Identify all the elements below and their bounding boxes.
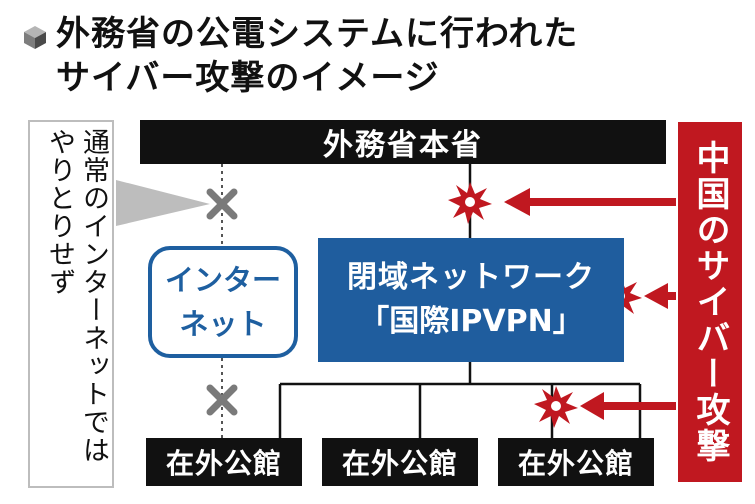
- explosion-icon: [534, 386, 578, 428]
- explosion-icon: [448, 182, 492, 224]
- note-box: [28, 120, 114, 488]
- embassy-box: 在外公館: [498, 438, 654, 486]
- note-pointer: [116, 180, 210, 226]
- x-mark-icon: [206, 384, 238, 416]
- closed-network-box: 閉域ネットワーク 「国際IPVPN」: [318, 238, 624, 362]
- title-line-1: 外務省の公電システムに行われた: [56, 14, 579, 54]
- embassy-box: 在外公館: [322, 438, 478, 486]
- internet-label-line1: インター: [164, 263, 281, 297]
- attack-arrow-bottom: [580, 392, 676, 420]
- attack-arrow-middle: [644, 283, 676, 309]
- embassy-box: 在外公館: [146, 438, 302, 486]
- title-line-2: サイバー攻撃のイメージ: [56, 58, 440, 98]
- attack-arrow-top: [504, 188, 676, 216]
- note-text: 通常のインターネットではやりとりせず: [44, 128, 109, 464]
- hq-bar: 外務省本省: [140, 120, 666, 164]
- closed-network-line2: 「国際IPVPN」: [359, 304, 583, 339]
- closed-network-line1: 閉域ネットワーク: [347, 260, 595, 295]
- internet-box: インター ネット: [148, 246, 298, 358]
- internet-label-line2: ネット: [179, 307, 267, 341]
- x-mark-icon: [206, 188, 238, 220]
- attack-source-bar: 中国のサイバー攻撃: [678, 122, 742, 482]
- cube-icon: [24, 26, 46, 49]
